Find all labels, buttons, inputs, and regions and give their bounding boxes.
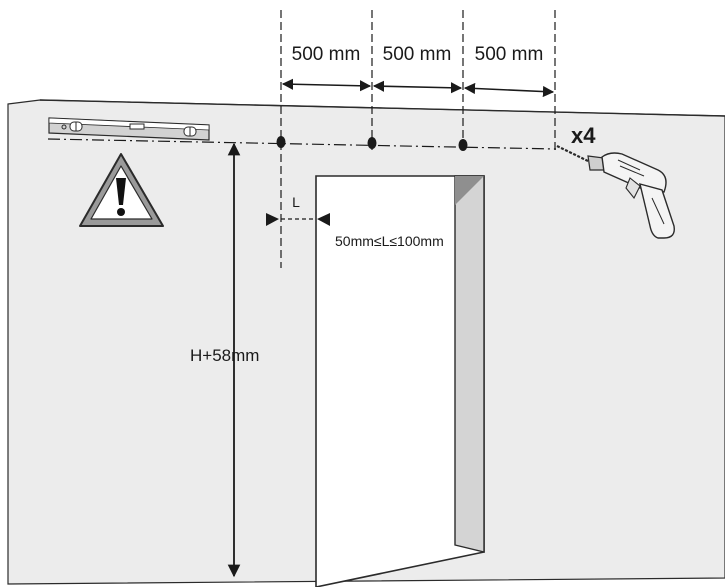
spacing-label-3: 500 mm xyxy=(475,44,544,65)
edge-distance-range: 50mm≤L≤100mm xyxy=(335,233,444,249)
drill-hole-2 xyxy=(367,137,377,149)
spacing-arrow-3 xyxy=(463,82,555,98)
door-reveal xyxy=(454,175,485,553)
drill-icon xyxy=(556,145,675,239)
hole-count-label: x4 xyxy=(571,123,596,148)
door-reveal-shadow xyxy=(455,176,484,205)
edge-arrow-left xyxy=(266,213,279,226)
edge-distance-symbol: L xyxy=(292,194,300,210)
spacing-label-2: 500 mm xyxy=(383,44,452,65)
spacing-arrow-2 xyxy=(372,80,463,94)
drill-hole-3 xyxy=(458,139,468,151)
spirit-level-icon xyxy=(48,117,210,141)
height-label: H+58mm xyxy=(190,346,259,365)
spacing-label-1: 500 mm xyxy=(292,44,361,65)
warning-triangle-icon xyxy=(79,153,164,227)
drill-hole-1 xyxy=(276,136,286,148)
spacing-arrow-1 xyxy=(281,78,372,92)
edge-arrow-right xyxy=(317,213,330,226)
drilling-line xyxy=(47,138,557,150)
wall-top-edge xyxy=(39,99,725,117)
